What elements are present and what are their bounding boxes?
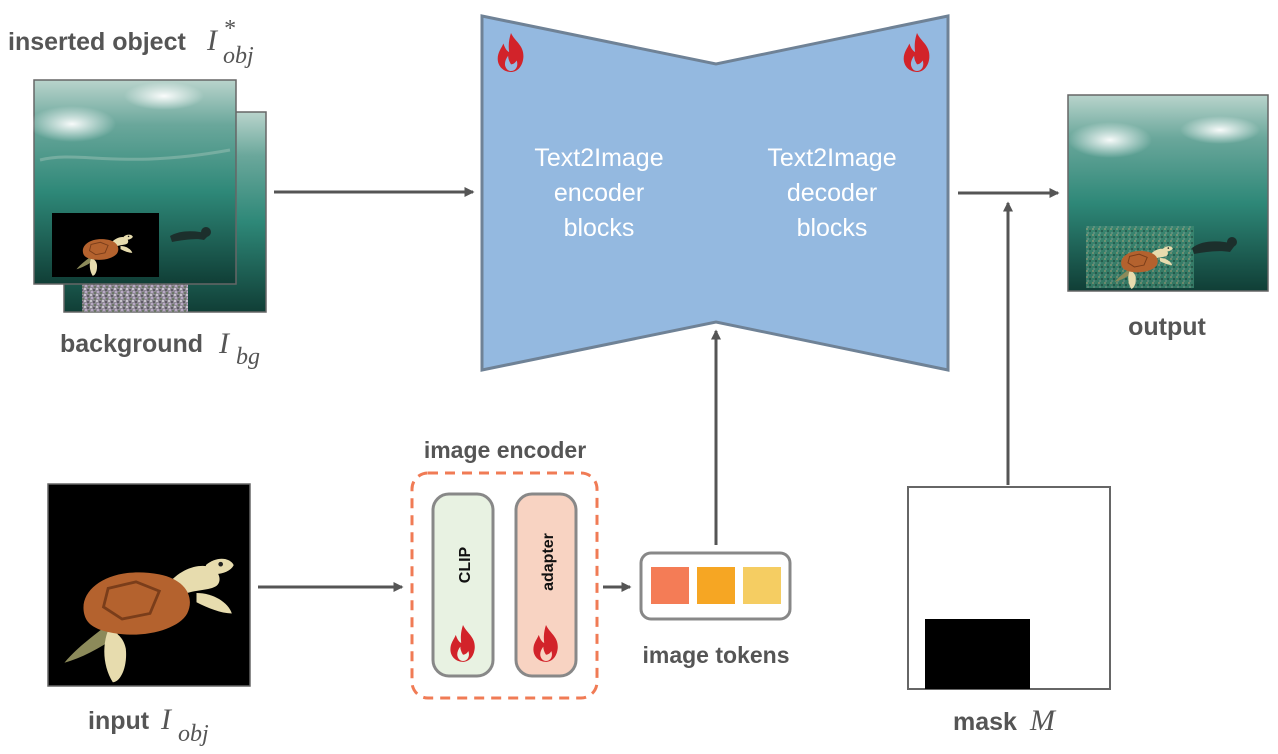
- image-encoder-label: image encoder: [424, 437, 586, 463]
- output-label: output: [1128, 313, 1206, 341]
- background-sub: bg: [236, 344, 260, 370]
- decoder-blocks-label-2: decoder: [787, 179, 877, 207]
- decoder-blocks-label-1: Text2Image: [767, 144, 896, 172]
- clip-label: CLIP: [457, 546, 474, 583]
- encoder-blocks-label-1: Text2Image: [534, 144, 663, 172]
- inserted-object-sub: obj: [223, 43, 254, 69]
- encoder-blocks-label-2: encoder: [554, 179, 644, 207]
- inserted-object-sup: *: [223, 16, 235, 42]
- adapter-block: adapter: [514, 492, 578, 678]
- token: [697, 567, 735, 604]
- decoder-blocks-label-3: blocks: [797, 214, 868, 242]
- image-tokens: [639, 551, 792, 621]
- input-label: input: [88, 707, 150, 735]
- background-symbol: I: [218, 327, 231, 360]
- encoder-blocks-label-3: blocks: [564, 214, 635, 242]
- clip-block: CLIP: [431, 492, 495, 678]
- mask-label: mask: [953, 708, 1017, 736]
- image-encoder-box: [410, 471, 599, 700]
- inserted-object-label: inserted object: [8, 28, 186, 56]
- input-symbol: I: [160, 703, 173, 736]
- token: [743, 567, 781, 604]
- output-image: [1067, 94, 1269, 292]
- input-image: [47, 483, 251, 687]
- inserted-object-symbol: I: [206, 24, 219, 57]
- input-sub: obj: [178, 721, 209, 747]
- adapter-label: adapter: [540, 533, 557, 591]
- mask-symbol: M: [1029, 704, 1057, 737]
- unet-block: Text2Image encoder blocks Text2Image dec…: [480, 14, 950, 372]
- token: [651, 567, 689, 604]
- inserted-object-image: [28, 79, 237, 285]
- mask-image: [907, 486, 1111, 690]
- image-tokens-label: image tokens: [643, 642, 790, 668]
- background-image-stack: [28, 79, 267, 313]
- background-label: background: [60, 330, 203, 358]
